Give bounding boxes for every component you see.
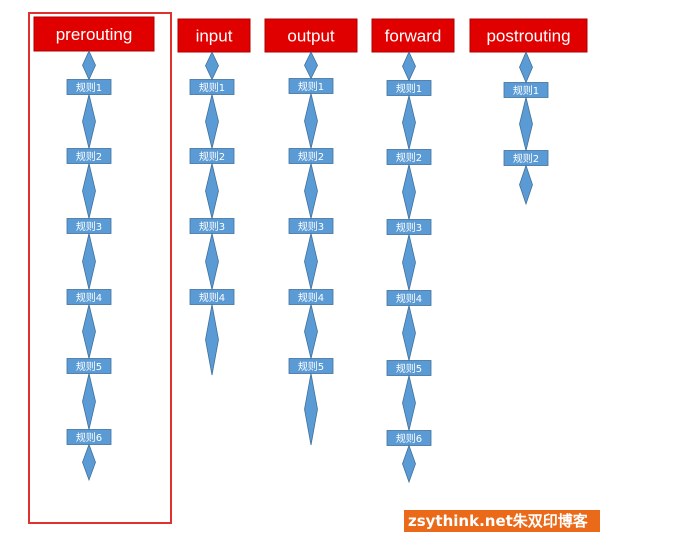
chain-header-postrouting: postrouting [469, 18, 588, 53]
rule-node: 规则1 [503, 82, 549, 98]
rule-node: 规则2 [503, 150, 549, 166]
connector-arrow [402, 234, 416, 291]
rule-node: 规则1 [288, 78, 334, 94]
chain-forward: forward 规则1 规则2 规则3 规则4 规则5 规则6 [371, 18, 455, 484]
connector-arrow [304, 93, 318, 149]
rule-label: 规则6 [396, 432, 422, 445]
connector-arrow [304, 51, 318, 80]
rule-node: 规则1 [386, 80, 432, 96]
rule-node: 规则4 [189, 289, 235, 305]
rule-label: 规则1 [513, 84, 539, 97]
chain-header-box [469, 18, 588, 53]
rule-node: 规则2 [288, 148, 334, 164]
rule-node: 规则1 [189, 79, 235, 95]
chain-header-output: output [264, 18, 358, 53]
chain-header-input: input [177, 18, 251, 53]
rule-node: 规则2 [386, 149, 432, 165]
chain-header-box [33, 16, 155, 52]
chain-name: forward [385, 27, 442, 46]
connector-arrow [82, 304, 96, 359]
rule-node: 规则4 [66, 289, 112, 305]
connector-arrow [402, 95, 416, 150]
rule-label: 规则2 [298, 150, 324, 163]
rule-node: 规则3 [66, 218, 112, 234]
tail-arrow [82, 443, 96, 482]
rule-node: 规则2 [66, 148, 112, 164]
rule-label: 规则1 [76, 81, 102, 94]
tail-arrow [205, 304, 219, 376]
rule-node: 规则3 [288, 218, 334, 234]
rule-label: 规则4 [76, 291, 102, 304]
connector-arrow [304, 163, 318, 219]
rule-node: 规则4 [386, 290, 432, 306]
tail-arrow [519, 164, 533, 206]
connector-arrow [205, 233, 219, 290]
rule-node: 规则3 [386, 219, 432, 235]
connector-arrow [402, 375, 416, 431]
chain-input: input 规则1 规则2 规则3 规则4 [177, 18, 251, 376]
rule-label: 规则2 [396, 151, 422, 164]
chain-name: prerouting [56, 25, 133, 44]
chain-output: output 规则1 规则2 规则3 规则4 规则5 [264, 18, 358, 446]
connector-arrow [519, 50, 533, 84]
rule-label: 规则2 [199, 150, 225, 163]
rule-label: 规则3 [76, 220, 102, 233]
rule-node: 规则1 [66, 79, 112, 95]
connector-arrow [205, 51, 219, 81]
rule-label: 规则3 [396, 221, 422, 234]
chain-prerouting: prerouting 规则1 规则2 规则3 规则4 规则5 规则6 [28, 12, 172, 524]
connector-arrow [402, 164, 416, 220]
rule-label: 规则3 [298, 220, 324, 233]
rule-label: 规则1 [298, 80, 324, 93]
chain-header-box [264, 18, 358, 53]
connector-arrow [519, 97, 533, 151]
rule-node: 规则2 [189, 148, 235, 164]
connector-arrow [304, 304, 318, 359]
chain-name: output [287, 27, 335, 46]
watermark: zsythink.net朱双印博客 [404, 510, 600, 532]
chain-header-box [177, 18, 251, 53]
connector-arrow [82, 163, 96, 219]
rule-node: 规则4 [288, 289, 334, 305]
connector-arrow [205, 163, 219, 219]
connector-arrow [402, 51, 416, 82]
connector-arrow [402, 305, 416, 361]
rule-node: 规则3 [189, 218, 235, 234]
chain-name: postrouting [486, 27, 570, 46]
connector-arrow [304, 233, 318, 290]
chain-header-prerouting: prerouting [33, 16, 155, 52]
rule-label: 规则4 [396, 292, 422, 305]
rule-node: 规则5 [288, 358, 334, 374]
tail-arrow [402, 444, 416, 484]
connector-arrow [82, 50, 96, 81]
connector-arrow [82, 233, 96, 290]
rule-node: 规则5 [66, 358, 112, 374]
rule-label: 规则6 [76, 431, 102, 444]
rule-label: 规则3 [199, 220, 225, 233]
rule-label: 规则4 [199, 291, 225, 304]
chain-header-forward: forward [371, 18, 455, 53]
rule-label: 规则5 [396, 362, 422, 375]
chain-postrouting: postrouting 规则1 规则2 [469, 18, 588, 206]
rule-node: 规则5 [386, 360, 432, 376]
rule-node: 规则6 [66, 429, 112, 445]
chain-name: input [196, 27, 233, 46]
rule-node: 规则6 [386, 430, 432, 446]
rule-label: 规则5 [76, 360, 102, 373]
rule-label: 规则2 [513, 152, 539, 165]
connector-arrow [82, 373, 96, 430]
rule-label: 规则1 [396, 82, 422, 95]
rule-label: 规则2 [76, 150, 102, 163]
rule-label: 规则5 [298, 360, 324, 373]
highlight-frame [28, 12, 172, 524]
connector-arrow [82, 94, 96, 149]
connector-arrow [205, 94, 219, 149]
rule-label: 规则1 [199, 81, 225, 94]
tail-arrow [304, 373, 318, 446]
rule-label: 规则4 [298, 291, 324, 304]
chain-header-box [371, 18, 455, 53]
